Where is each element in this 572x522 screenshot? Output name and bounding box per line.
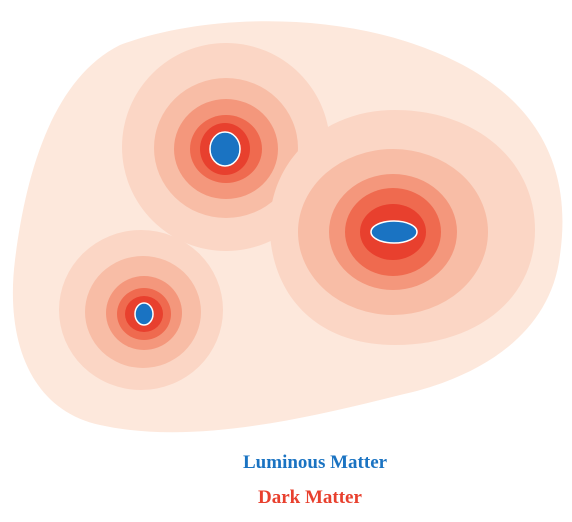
luminous-matter-label: Luminous Matter — [243, 452, 388, 473]
luminous-core — [370, 220, 418, 244]
right-galaxy — [269, 110, 535, 345]
luminous-core — [209, 131, 241, 167]
dark-matter-label: Dark Matter — [258, 487, 362, 508]
luminous-core — [134, 302, 154, 326]
lower-left-galaxy — [59, 230, 223, 390]
